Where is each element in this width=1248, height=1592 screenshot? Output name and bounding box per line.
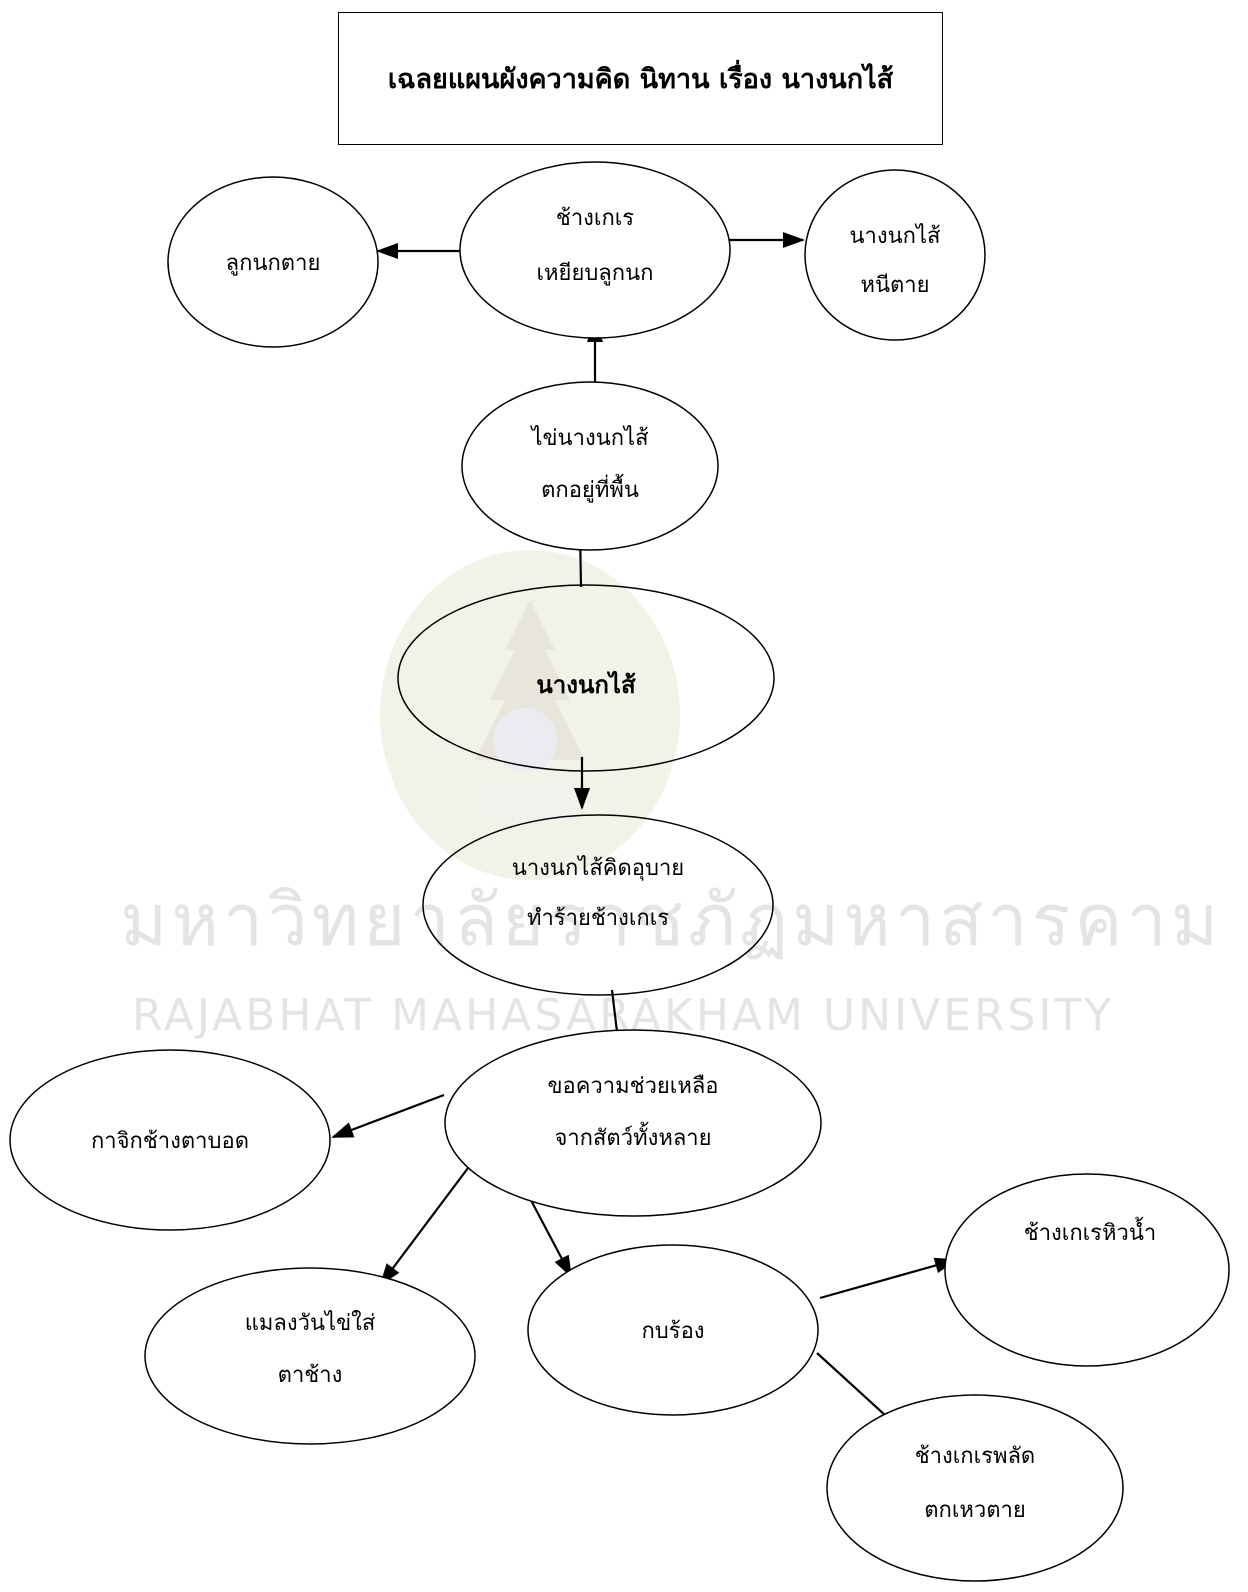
node-text: จากสัตว์ทั้งหลาย xyxy=(554,1122,711,1151)
watermark-thai: มหาวิทยาลัยราชภัฏมหาสารคาม xyxy=(120,878,1222,962)
arrow-to-crow xyxy=(331,1093,445,1139)
node-fall: ช้างเกเรพลัด ตกเหวตาย xyxy=(826,1394,1124,1582)
node-text: ตาช้าง xyxy=(278,1363,343,1388)
node-text: ช้างเกเร xyxy=(556,206,634,231)
node-text: กบร้อง xyxy=(641,1319,704,1344)
node-eggs-ground: ไข่นางนกไส้ ตกอยู่ที่พื้น xyxy=(461,381,719,551)
node-thirsty: ช้างเกเรหิวน้ำ xyxy=(944,1173,1230,1367)
node-text: ลูกนกตาย xyxy=(226,251,321,276)
nodes: ช้างเกเร เหยียบลูกนก ลูกนกตาย นางนกไส้ ห… xyxy=(9,161,1230,1582)
watermark: มหาวิทยาลัยราชภัฏมหาสารคาม RAJABHAT MAHA… xyxy=(120,550,1222,1041)
node-bird-flees: นางนกไส้ หนีตาย xyxy=(804,169,986,341)
node-text: เหยียบลูกนก xyxy=(537,261,654,286)
node-text: ช้างเกเรหิวน้ำ xyxy=(1024,1217,1156,1246)
diagram-title: เฉลยแผนผังความคิด นิทาน เรื่อง นางนกไส้ xyxy=(387,64,894,95)
node-text: ตกอยู่ที่พื้น xyxy=(541,474,639,503)
node-text: ทำร้ายช้างเกเร xyxy=(527,906,669,931)
node-text: นางนกไส้คิดอุบาย xyxy=(512,855,684,881)
node-text: แมลงวันไข่ใส่ xyxy=(245,1310,376,1336)
node-center: นางนกไส้ xyxy=(397,584,775,772)
center-node-text: นางนกไส้ xyxy=(536,670,636,699)
node-crow: กาจิกช้างตาบอด xyxy=(9,1049,331,1231)
node-frog: กบร้อง xyxy=(527,1244,819,1416)
node-text: กาจิกช้างตาบอด xyxy=(91,1129,249,1154)
node-plan: นางนกไส้คิดอุบาย ทำร้ายช้างเกเร xyxy=(422,814,774,996)
node-elephant-stomp: ช้างเกเร เหยียบลูกนก xyxy=(459,161,731,339)
node-ask-help: ขอความช่วยเหลือ จากสัตว์ทั้งหลาย xyxy=(444,1029,822,1217)
node-text: ขอความช่วยเหลือ xyxy=(547,1074,718,1099)
node-text: ตกเหวตาย xyxy=(924,1498,1026,1523)
arrow-to-thirsty xyxy=(819,1257,957,1300)
title-box: เฉลยแผนผังความคิด นิทาน เรื่อง นางนกไส้ xyxy=(338,12,943,145)
node-fly: แมลงวันไข่ใส่ ตาช้าง xyxy=(144,1267,476,1445)
node-text: ช้างเกเรพลัด xyxy=(915,1444,1035,1469)
university-seal-icon xyxy=(380,550,680,880)
node-chicks-dead: ลูกนกตาย xyxy=(167,176,379,348)
node-text: ไข่นางนกไส้ xyxy=(529,425,649,451)
arrow-to-fly xyxy=(379,1151,481,1286)
node-text: นางนกไส้ xyxy=(850,223,942,249)
node-text: หนีตาย xyxy=(860,273,929,298)
